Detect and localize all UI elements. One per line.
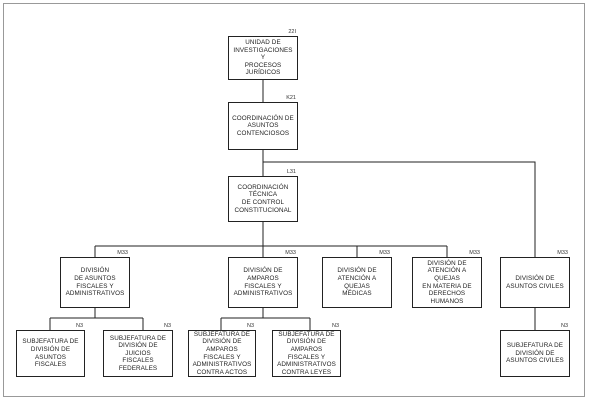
coordinacion-asuntos-contenciosos-box: K21 COORDINACIÓN DE ASUNTOS CONTENCIOSOS (228, 95, 298, 150)
division-quejas-derechos-humanos-box: M33 DIVISIÓN DE ATENCIÓN A QUEJAS EN MAT… (412, 250, 482, 308)
level-code: M33 (557, 250, 568, 256)
box-label: UNIDAD DE INVESTIGACIONES Y PROCESOS JUR… (233, 39, 293, 77)
level-code: M33 (117, 250, 128, 256)
division-asuntos-civiles-box: M33 DIVISIÓN DE ASUNTOS CIVILES (500, 250, 570, 308)
level-code: M33 (285, 250, 296, 256)
box-label: DIVISIÓN DE ASUNTOS FISCALES Y ADMINISTR… (65, 267, 125, 298)
unidad-investigaciones-box: 22I UNIDAD DE INVESTIGACIONES Y PROCESOS… (228, 29, 298, 80)
diagram-frame (3, 3, 585, 397)
box-label: SUBJEFATURA DE DIVISIÓN DE ASUNTOS CIVIL… (506, 342, 564, 365)
box-label: DIVISIÓN DE ASUNTOS CIVILES (506, 274, 564, 290)
box-label: SUBJEFATURA DE DIVISIÓN DE JUICIOS FISCA… (109, 334, 167, 372)
box-label: SUBJEFATURA DE DIVISIÓN DE ASUNTOS FISCA… (22, 338, 79, 369)
division-amparos-box: M33 DIVISIÓN DE AMPAROS FISCALES Y ADMIN… (228, 250, 298, 308)
box-label: DIVISIÓN DE ATENCIÓN A QUEJAS MÉDICAS (337, 267, 377, 298)
level-code: N3 (75, 323, 83, 329)
level-code: 22I (288, 29, 296, 35)
box-label: SUBJEFATURA DE DIVISIÓN DE AMPAROS FISCA… (192, 330, 252, 376)
subjefatura-amparos-contra-actos-box: N3 SUBJEFATURA DE DIVISIÓN DE AMPAROS FI… (188, 323, 256, 377)
box-label: COORDINACIÓN DE ASUNTOS CONTENCIOSOS (232, 114, 294, 137)
division-quejas-medicas-box: M33 DIVISIÓN DE ATENCIÓN A QUEJAS MÉDICA… (322, 250, 392, 308)
connector-to-civiles (263, 161, 536, 257)
level-code: L31 (286, 169, 296, 175)
division-asuntos-fiscales-box: M33 DIVISIÓN DE ASUNTOS FISCALES Y ADMIN… (60, 250, 130, 308)
subjefatura-juicios-fiscales-box: N3 SUBJEFATURA DE DIVISIÓN DE JUICIOS FI… (103, 323, 173, 377)
box-label: SUBJEFATURA DE DIVISIÓN DE AMPAROS FISCA… (277, 330, 336, 376)
level-code: M33 (379, 250, 390, 256)
level-code: K21 (286, 95, 296, 101)
subjefatura-amparos-contra-leyes-box: N3 SUBJEFATURA DE DIVISIÓN DE AMPAROS FI… (272, 323, 341, 377)
level-code: N3 (163, 323, 171, 329)
level-code: N3 (560, 323, 568, 329)
level-code: N3 (331, 323, 339, 329)
level-code: N3 (246, 323, 254, 329)
coordinacion-tecnica-box: L31 COORDINACIÓN TÉCNICA DE CONTROL CONS… (228, 169, 298, 222)
level-code: M33 (469, 250, 480, 256)
box-label: DIVISIÓN DE AMPAROS FISCALES Y ADMINISTR… (233, 267, 293, 298)
subjefatura-asuntos-fiscales-box: N3 SUBJEFATURA DE DIVISIÓN DE ASUNTOS FI… (16, 323, 85, 377)
subjefatura-asuntos-civiles-box: N3 SUBJEFATURA DE DIVISIÓN DE ASUNTOS CI… (500, 323, 570, 377)
box-label: DIVISIÓN DE ATENCIÓN A QUEJAS EN MATERIA… (422, 259, 472, 305)
box-label: COORDINACIÓN TÉCNICA DE CONTROL CONSTITU… (234, 183, 292, 214)
